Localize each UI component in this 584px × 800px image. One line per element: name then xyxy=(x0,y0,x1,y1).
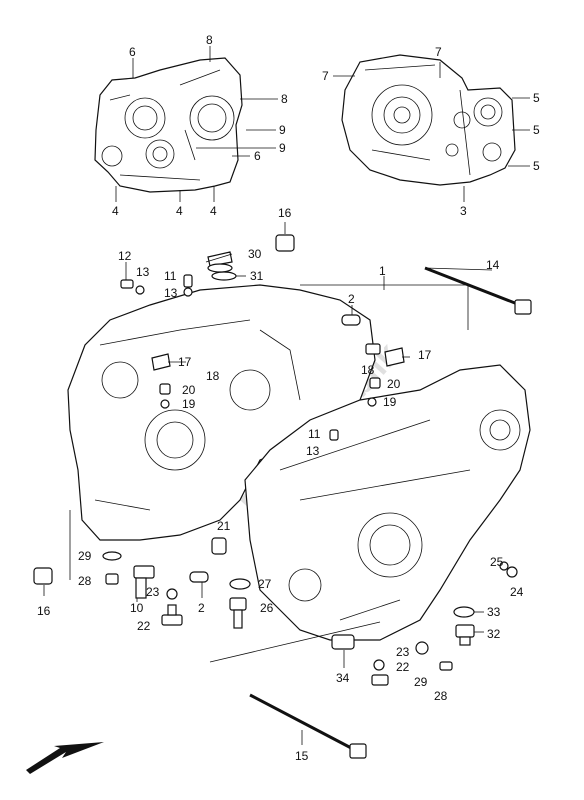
callout-13: 13 xyxy=(164,286,178,300)
callout-5: 5 xyxy=(533,91,540,105)
washer-29-right xyxy=(415,641,429,655)
callout-11: 11 xyxy=(164,269,177,283)
gasket-27 xyxy=(229,578,251,590)
callout-4: 4 xyxy=(210,204,217,218)
washer-13b xyxy=(183,287,193,297)
callout-9: 9 xyxy=(279,141,286,155)
callout-21: 21 xyxy=(217,519,231,533)
callout-9: 9 xyxy=(279,123,286,137)
dowel-pin-2-lower xyxy=(189,571,209,583)
bolt-10 xyxy=(133,565,155,599)
callout-11: 11 xyxy=(308,427,321,441)
washer-23-left xyxy=(166,588,178,600)
callout-13: 13 xyxy=(306,444,320,458)
callout-6: 6 xyxy=(129,45,136,59)
fitting-12 xyxy=(120,279,134,289)
callout-7: 7 xyxy=(435,45,442,59)
callout-32: 32 xyxy=(487,627,501,641)
callout-6: 6 xyxy=(254,149,261,163)
callout-10: 10 xyxy=(130,601,144,615)
callout-15: 15 xyxy=(295,749,309,763)
cap-nut-16-upper xyxy=(275,234,295,252)
callout-14: 14 xyxy=(486,258,500,272)
washer-33 xyxy=(453,606,475,618)
front-direction-arrow xyxy=(26,742,104,774)
washer-29-left xyxy=(102,551,122,561)
long-bolt-15 xyxy=(249,693,367,759)
leader-lines xyxy=(43,46,530,745)
upper-right-crankcase-view xyxy=(341,54,516,186)
callout-29: 29 xyxy=(414,675,428,689)
callout-19: 19 xyxy=(182,397,196,411)
callout-29: 29 xyxy=(78,549,92,563)
callout-22: 22 xyxy=(137,619,151,633)
oil-drain-plug-26 xyxy=(229,597,247,629)
bracket-17-right xyxy=(384,347,405,367)
washer-13a xyxy=(135,285,145,295)
upper-left-crankcase-view xyxy=(94,57,243,193)
callout-28: 28 xyxy=(434,689,448,703)
callout-7: 7 xyxy=(322,69,329,83)
washer-19-left xyxy=(160,399,170,409)
callout-17: 17 xyxy=(178,355,192,369)
callout-1: 1 xyxy=(379,264,386,278)
screw-28-right xyxy=(439,661,453,671)
fitting-11a xyxy=(183,274,193,288)
callout-5: 5 xyxy=(533,123,540,137)
callout-labels: 6 8 8 9 9 6 4 4 4 7 7 5 5 5 3 16 30 31 1… xyxy=(37,33,540,763)
dowel-pin-2-upper xyxy=(341,314,361,326)
bolt-18-right xyxy=(365,343,381,355)
callout-20: 20 xyxy=(387,377,401,391)
washer-23-right xyxy=(373,659,385,671)
callout-22: 22 xyxy=(396,660,410,674)
main-crankcase-assembly xyxy=(67,284,531,641)
callout-12: 12 xyxy=(118,249,132,263)
callout-25: 25 xyxy=(490,555,504,569)
callout-20: 20 xyxy=(182,383,196,397)
callout-24: 24 xyxy=(510,585,524,599)
callout-3: 3 xyxy=(460,204,467,218)
callout-26: 26 xyxy=(260,601,274,615)
breather-fitting-21 xyxy=(211,537,227,555)
bolt-22-right xyxy=(371,674,389,686)
o-ring-31 xyxy=(211,271,237,281)
callout-19: 19 xyxy=(383,395,397,409)
callout-16: 16 xyxy=(278,206,292,220)
callout-28: 28 xyxy=(78,574,92,588)
fitting-20-right xyxy=(369,377,381,389)
callout-30: 30 xyxy=(248,247,262,261)
callout-23: 23 xyxy=(396,645,410,659)
callout-18: 18 xyxy=(361,363,375,377)
callout-4: 4 xyxy=(176,204,183,218)
callout-2: 2 xyxy=(198,601,205,615)
callout-4: 4 xyxy=(112,204,119,218)
fitting-11b xyxy=(329,429,339,441)
callout-23: 23 xyxy=(146,585,160,599)
washer-19-right xyxy=(367,397,377,407)
fitting-20-left xyxy=(159,383,171,395)
screw-28-left xyxy=(105,573,119,585)
callout-16: 16 xyxy=(37,604,51,618)
callout-33: 33 xyxy=(487,605,501,619)
callout-27: 27 xyxy=(258,577,272,591)
callout-17: 17 xyxy=(418,348,432,362)
bolt-32 xyxy=(455,624,475,646)
callout-2: 2 xyxy=(348,292,355,306)
callout-5: 5 xyxy=(533,159,540,173)
callout-31: 31 xyxy=(250,269,264,283)
long-bolt-14 xyxy=(424,266,532,315)
callout-18: 18 xyxy=(206,369,220,383)
callout-34: 34 xyxy=(336,671,350,685)
bracket-17-left xyxy=(151,353,171,371)
cap-nut-16-lower xyxy=(33,567,53,585)
plug-24 xyxy=(506,566,518,578)
callout-13: 13 xyxy=(136,265,150,279)
bolt-34 xyxy=(331,634,355,650)
washer-25 xyxy=(499,561,509,571)
callout-8: 8 xyxy=(281,92,288,106)
callout-8: 8 xyxy=(206,33,213,47)
bolt-22-left xyxy=(161,604,183,626)
